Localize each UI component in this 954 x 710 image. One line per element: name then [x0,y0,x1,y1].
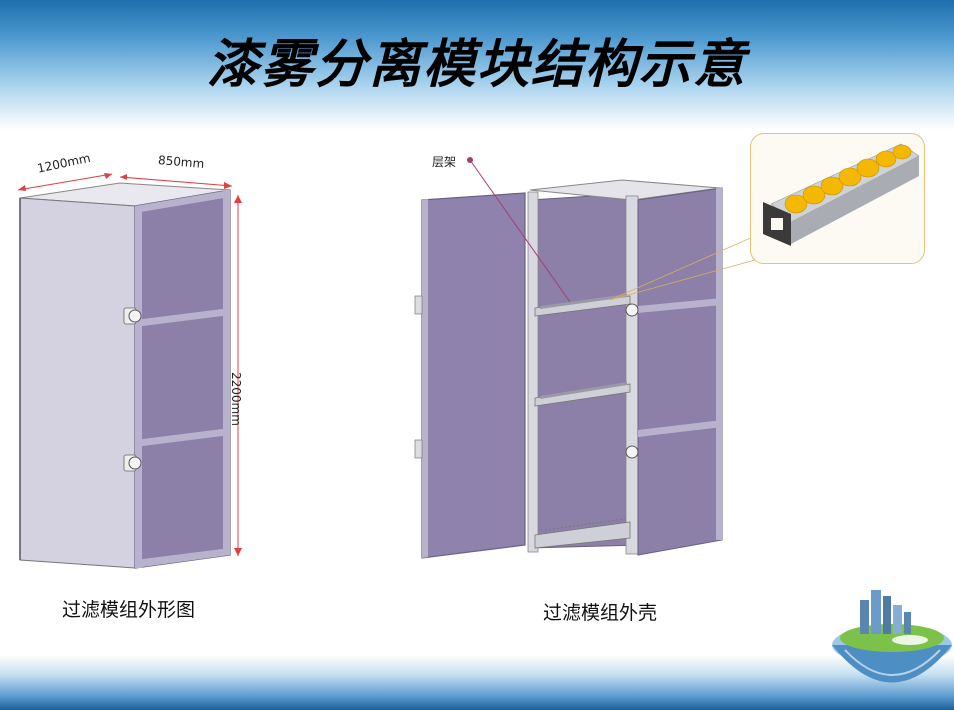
globe-city-icon [832,590,952,683]
hinge-icon [625,445,639,459]
title-band [0,0,954,130]
roller-rail-closeup [750,133,925,264]
hinge-icon [625,303,639,317]
roller-rail-icon [763,143,920,246]
cabinet-exterior [19,182,231,569]
height-dimension-label: 2200mm [229,372,243,426]
dimension-arrows [17,173,242,556]
shelf [534,521,631,549]
open-door [421,192,526,559]
footer-band [0,655,954,710]
right-figure-caption: 过滤模组外壳 [543,602,658,624]
cabinet-open-shell [414,179,723,559]
slide-title: 漆雾分离模块结构示意 [206,35,747,95]
shelf-callout-label: 层架 [432,155,457,169]
left-figure-caption: 过滤模组外形图 [62,599,196,621]
